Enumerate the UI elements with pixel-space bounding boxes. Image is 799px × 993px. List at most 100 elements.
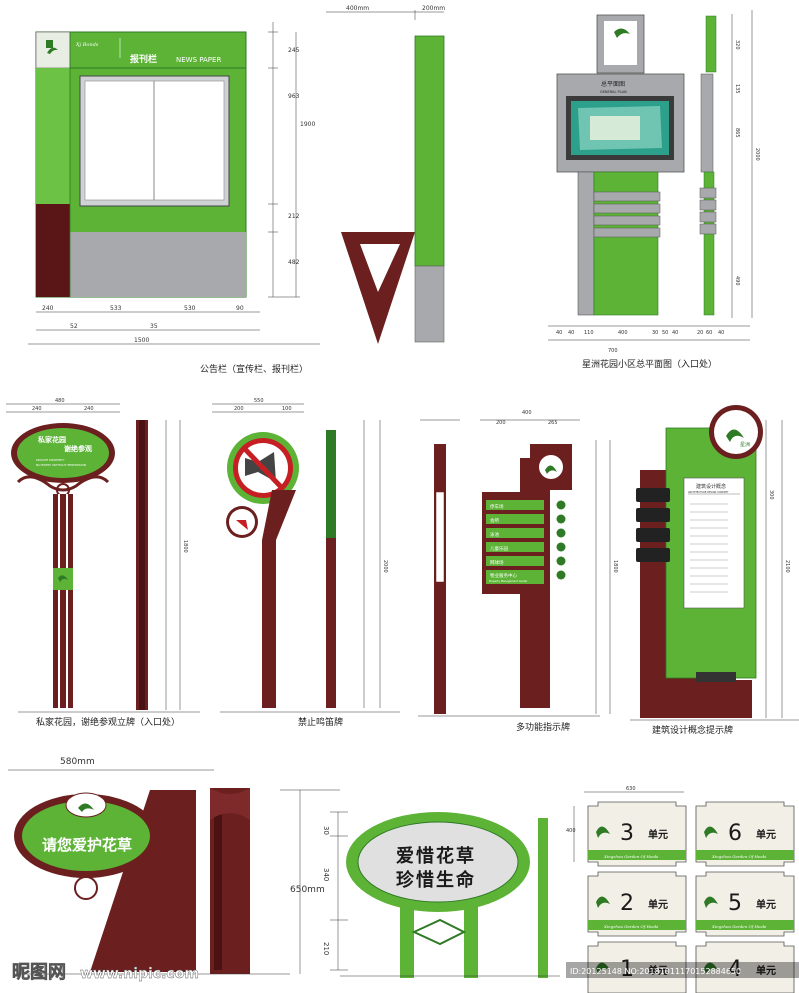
dim-530: 530	[184, 305, 196, 312]
bulletin-dim-lines	[28, 22, 320, 345]
dim-30: 30	[652, 330, 658, 336]
plan-title: 总平面图	[601, 80, 625, 88]
dim-52: 52	[70, 323, 78, 330]
dim-40b: 40	[568, 330, 574, 336]
dir-row-5: 网球场	[490, 559, 504, 566]
cherish-flowers-sign-drawing	[330, 811, 560, 978]
protect-flowers-sign-drawing	[8, 769, 340, 975]
plan-caption: 星洲花园小区总平面图（入口处）	[582, 358, 717, 370]
dim-580mm: 580mm	[60, 757, 95, 767]
unit-4-label: 单元	[756, 964, 776, 977]
dim-212: 212	[288, 213, 300, 220]
dim-490: 490	[734, 276, 740, 286]
dim-400mm: 400mm	[346, 5, 369, 12]
arch-logo-cn: 星洲	[740, 442, 750, 448]
dim-40d: 40	[718, 330, 724, 336]
dim-340: 340	[322, 868, 330, 881]
unit-6-en: Xingzhou Garden Of Heaki	[711, 854, 767, 859]
side-elevation-drawing	[326, 10, 445, 344]
dim-240-left: 240	[32, 406, 42, 412]
dim-35: 35	[150, 323, 158, 330]
dim-90: 90	[236, 305, 244, 312]
arch-title: 建筑设计概念	[696, 483, 726, 490]
directional-sign-drawing	[418, 419, 611, 717]
bulletin-title-cn: 报刊栏	[130, 53, 157, 65]
dim-30-cherish: 30	[322, 826, 330, 835]
dim-240-right: 240	[84, 406, 94, 412]
dim-2100: 2100	[784, 560, 790, 573]
bulletin-caption: 公告栏（宣传栏、报刊栏）	[200, 363, 308, 375]
dim-210: 210	[322, 942, 330, 955]
dir-row-6: 物业服务中心	[490, 572, 517, 579]
private-caption: 私家花园，谢绝参观立牌（入口处）	[36, 716, 180, 728]
dim-1900: 1900	[300, 121, 315, 128]
dim-533: 533	[110, 305, 122, 312]
dim-60: 60	[706, 330, 712, 336]
dim-400-plaque: 400	[566, 828, 576, 834]
no-horn-caption: 禁止鸣笛牌	[298, 716, 343, 728]
dim-482: 482	[288, 259, 300, 266]
protect-slogan: 请您爱护花草	[42, 836, 132, 854]
watermark-url: www.nipic.com	[80, 966, 199, 982]
dir-row-3: 泳池	[490, 531, 499, 538]
dir-row-2: 会所	[490, 517, 499, 524]
dim-200-dir: 200	[496, 420, 506, 426]
dim-20: 20	[697, 330, 703, 336]
dim-630: 630	[626, 786, 636, 792]
unit-6-label: 单元	[756, 828, 776, 841]
dim-300: 300	[768, 490, 774, 500]
dir-row-1: 停车场	[490, 503, 504, 510]
private-sign-line2: 谢绝参观	[64, 444, 92, 453]
dim-50: 50	[662, 330, 668, 336]
watermark	[566, 962, 799, 978]
architecture-sign-drawing	[630, 405, 799, 721]
unit-1-number: 1	[620, 957, 634, 982]
unit-3-label: 单元	[648, 828, 668, 841]
dim-2000: 2000	[754, 148, 760, 161]
unit-5-number: 5	[728, 891, 742, 916]
bulletin-board-drawing	[35, 31, 247, 298]
dim-240: 240	[42, 305, 54, 312]
dim-650mm: 650mm	[290, 885, 325, 895]
dim-1800-dir: 1800	[612, 560, 618, 573]
dim-963: 963	[288, 93, 300, 100]
unit-3-en: Xingzhou Garden Of Heaki	[603, 854, 659, 859]
dim-1500: 1500	[134, 337, 149, 344]
plan-subtitle: GENERAL PLAN	[600, 90, 627, 94]
dim-865: 865	[734, 128, 740, 138]
dim-320: 320	[734, 40, 740, 50]
private-sign-line1: 私家花园	[37, 435, 66, 444]
unit-6-number: 6	[728, 821, 742, 846]
unit-2-en: Xingzhou Garden Of Heaki	[603, 924, 659, 929]
arch-subtitle: ARCHITECTURE DESIGN CONCEPT	[688, 491, 729, 494]
dir-row-6-en: Property Management Center	[489, 579, 528, 583]
unit-5-en: Xingzhou Garden Of Heaki	[711, 924, 767, 929]
private-garden-sign-drawing	[6, 403, 200, 713]
dim-480: 480	[55, 398, 65, 404]
dim-40c: 40	[672, 330, 678, 336]
unit-3-number: 3	[620, 821, 634, 846]
dim-40a: 40	[556, 330, 562, 336]
dim-110: 110	[584, 330, 594, 336]
dim-700: 700	[608, 348, 618, 354]
dim-135: 135	[734, 84, 740, 94]
dim-245: 245	[288, 47, 300, 54]
unit-5-label: 单元	[756, 898, 776, 911]
private-sign-en2: NO ENTRY WITHOUT PERMISSION	[36, 463, 86, 467]
dim-400-dir: 400	[522, 410, 532, 416]
unit-1-label: 单元	[648, 964, 668, 977]
no-horn-sign-drawing	[212, 403, 400, 713]
watermark-id: ID:20125148 NO:20181011170152884650	[570, 967, 741, 976]
general-plan-board-drawing	[548, 10, 753, 341]
dim-200mm: 200mm	[422, 5, 445, 12]
unit-2-label: 单元	[648, 898, 668, 911]
watermark-logo: 昵图网	[12, 962, 66, 983]
cherish-line2: 珍惜生命	[396, 869, 476, 891]
dim-1800: 1800	[182, 540, 188, 553]
dim-2000-b: 2000	[382, 560, 388, 573]
dim-100: 100	[282, 406, 292, 412]
dim-550: 550	[254, 398, 264, 404]
dim-400: 400	[618, 330, 628, 336]
directional-caption: 多功能指示牌	[516, 721, 570, 733]
